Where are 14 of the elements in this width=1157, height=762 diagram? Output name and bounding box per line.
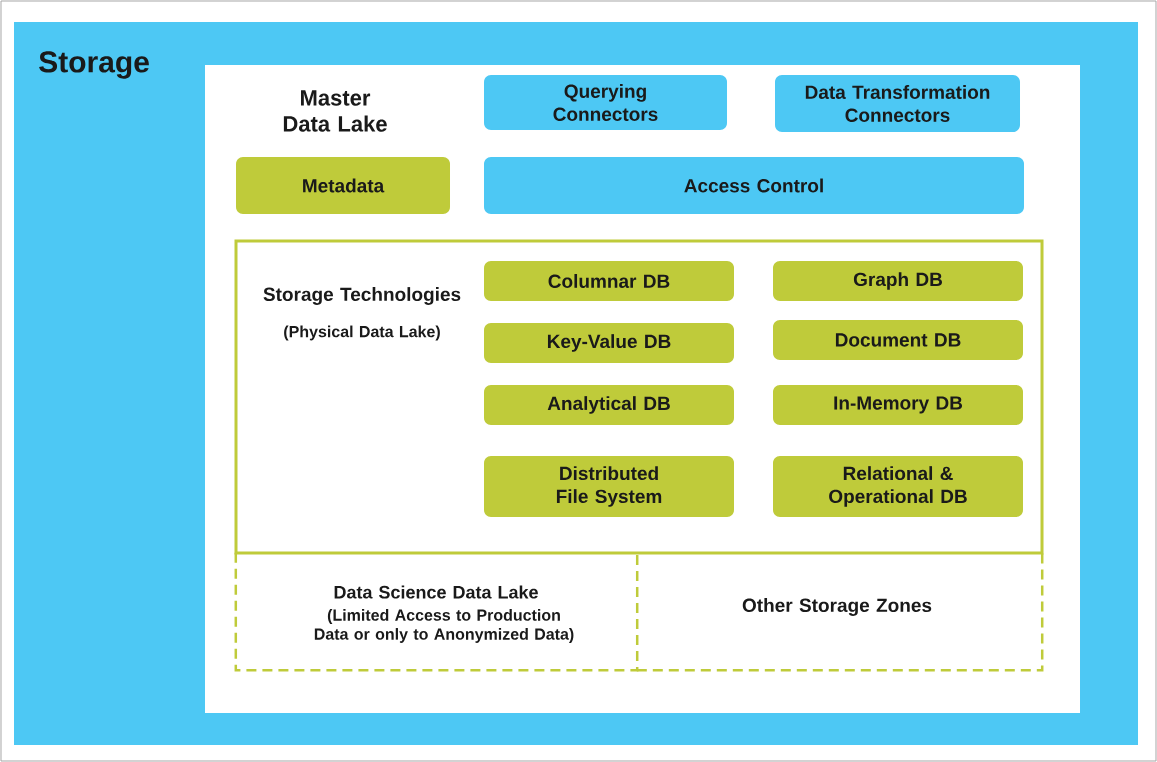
component-box: Data Transformation Connectors <box>775 75 1020 132</box>
component-box: Graph DB <box>773 261 1023 301</box>
component-box: Relational & Operational DB <box>773 456 1023 517</box>
component-box: Access Control <box>484 157 1024 214</box>
component-box: Columnar DB <box>484 261 734 301</box>
component-box: Key-Value DB <box>484 323 734 363</box>
component-box: In-Memory DB <box>773 385 1023 425</box>
zone-box: Data Science Data Lake (Limited Access to Production Data or only to Anonymized Data) <box>234 552 639 672</box>
component-box: Querying Connectors <box>484 75 727 130</box>
component-box: Document DB <box>773 320 1023 360</box>
component-box: Distributed File System <box>484 456 734 517</box>
zone-box: Other Storage Zones <box>636 552 1044 672</box>
component-box: Metadata <box>236 157 450 214</box>
component-box: Analytical DB <box>484 385 734 425</box>
